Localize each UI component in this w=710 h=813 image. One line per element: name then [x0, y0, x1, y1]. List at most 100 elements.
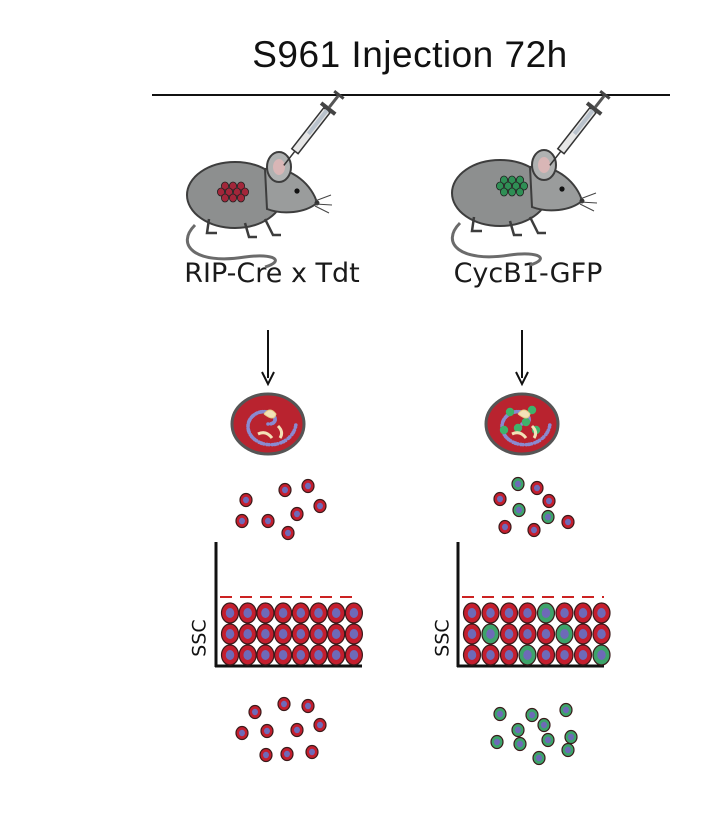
facs-cell	[555, 644, 574, 666]
left-mouse-islet-cluster	[216, 181, 249, 203]
facs-cell	[274, 623, 293, 645]
facs-cell	[518, 602, 537, 624]
figure-title: S961 Injection 72h	[252, 34, 568, 75]
facs-cell	[220, 602, 240, 624]
facs-cell	[309, 644, 328, 666]
facs-cell	[573, 623, 593, 645]
facs-cell	[238, 644, 257, 666]
facs-cell	[592, 644, 611, 666]
facs-cell	[256, 602, 275, 624]
title-underline	[152, 94, 670, 96]
facs-cell	[462, 602, 482, 624]
facs-cell	[309, 623, 328, 645]
sorted-cell	[301, 698, 315, 714]
facs-cell	[256, 623, 275, 645]
dissociated-cell	[239, 492, 253, 508]
dissociated-cell	[301, 478, 315, 494]
right-panel-label: CycB1-GFP	[453, 258, 603, 289]
sorted-cell	[260, 723, 274, 739]
left-facs-plot	[214, 542, 363, 668]
dissociated-cell	[261, 513, 275, 529]
right-sorted-cells	[490, 702, 578, 766]
facs-cell	[536, 602, 556, 624]
dissociated-cell	[512, 502, 526, 518]
sorted-cell	[290, 722, 304, 738]
facs-cell	[462, 644, 482, 666]
right-islet-tissue	[484, 392, 560, 456]
right-facs-cell-population	[462, 602, 611, 666]
sorted-cell	[277, 696, 291, 712]
facs-cell	[238, 623, 257, 645]
facs-cell	[291, 623, 310, 645]
dissociated-cell	[511, 476, 525, 492]
left-facs-cell-population	[220, 602, 363, 666]
facs-cell	[344, 644, 363, 666]
sorted-cell	[493, 706, 507, 722]
facs-cell	[481, 623, 500, 645]
facs-cell	[481, 644, 500, 666]
right-facs-plot	[456, 542, 611, 668]
sorted-cell	[559, 702, 573, 718]
facs-cell	[327, 602, 346, 624]
facs-cell	[274, 644, 293, 666]
facs-cell	[518, 623, 537, 645]
dissociated-cell	[235, 513, 249, 529]
facs-cell	[462, 623, 482, 645]
right-mouse-islet-cluster	[495, 175, 529, 197]
facs-cell	[238, 602, 257, 624]
sorted-cell	[280, 746, 294, 762]
facs-cell	[291, 644, 310, 666]
left-dissociated-cells	[235, 478, 327, 541]
facs-cell	[309, 602, 328, 624]
sorted-cell	[490, 734, 504, 750]
facs-cell	[256, 644, 275, 666]
facs-cell	[499, 602, 519, 624]
left-mouse-icon	[185, 150, 334, 269]
left-down-arrow	[261, 330, 275, 387]
facs-cell	[499, 623, 519, 645]
sorted-cell	[248, 704, 262, 720]
sorted-cell	[532, 750, 546, 766]
dissociated-cell	[313, 498, 327, 514]
facs-cell	[481, 602, 500, 624]
facs-cell	[274, 602, 293, 624]
facs-cell	[518, 644, 537, 666]
left-sorted-cells	[235, 696, 327, 763]
dissociated-cell	[527, 522, 541, 538]
dissociated-cell	[542, 493, 556, 509]
left-islet-tissue	[230, 392, 306, 456]
dissociated-cell	[278, 482, 292, 498]
facs-cell	[220, 644, 240, 666]
right-dissociated-cells	[493, 476, 575, 538]
sorted-cell	[561, 742, 575, 758]
facs-cell	[592, 602, 611, 624]
sorted-cell	[511, 722, 525, 738]
dissociated-cell	[493, 491, 507, 507]
facs-cell	[220, 623, 240, 645]
dissociated-cell	[530, 480, 544, 496]
sorted-cell	[313, 717, 327, 733]
facs-cell	[592, 623, 611, 645]
sorted-cell	[305, 744, 319, 760]
facs-cell	[536, 644, 556, 666]
right-mouse-icon	[450, 148, 599, 267]
sorted-cell	[513, 736, 527, 752]
facs-cell	[344, 623, 363, 645]
dissociated-cell	[541, 509, 555, 525]
sorted-cell	[259, 747, 273, 763]
facs-cell	[327, 644, 346, 666]
dissociated-cell	[498, 519, 512, 535]
facs-cell	[536, 623, 556, 645]
facs-cell	[573, 602, 593, 624]
facs-cell	[555, 602, 574, 624]
facs-cell	[573, 644, 593, 666]
facs-cell	[291, 602, 310, 624]
facs-cell	[344, 602, 363, 624]
sorted-cell	[564, 729, 578, 745]
dissociated-cell	[281, 525, 295, 541]
facs-cell	[555, 623, 574, 645]
sorted-cell	[235, 725, 249, 741]
dissociated-cell	[561, 514, 575, 530]
